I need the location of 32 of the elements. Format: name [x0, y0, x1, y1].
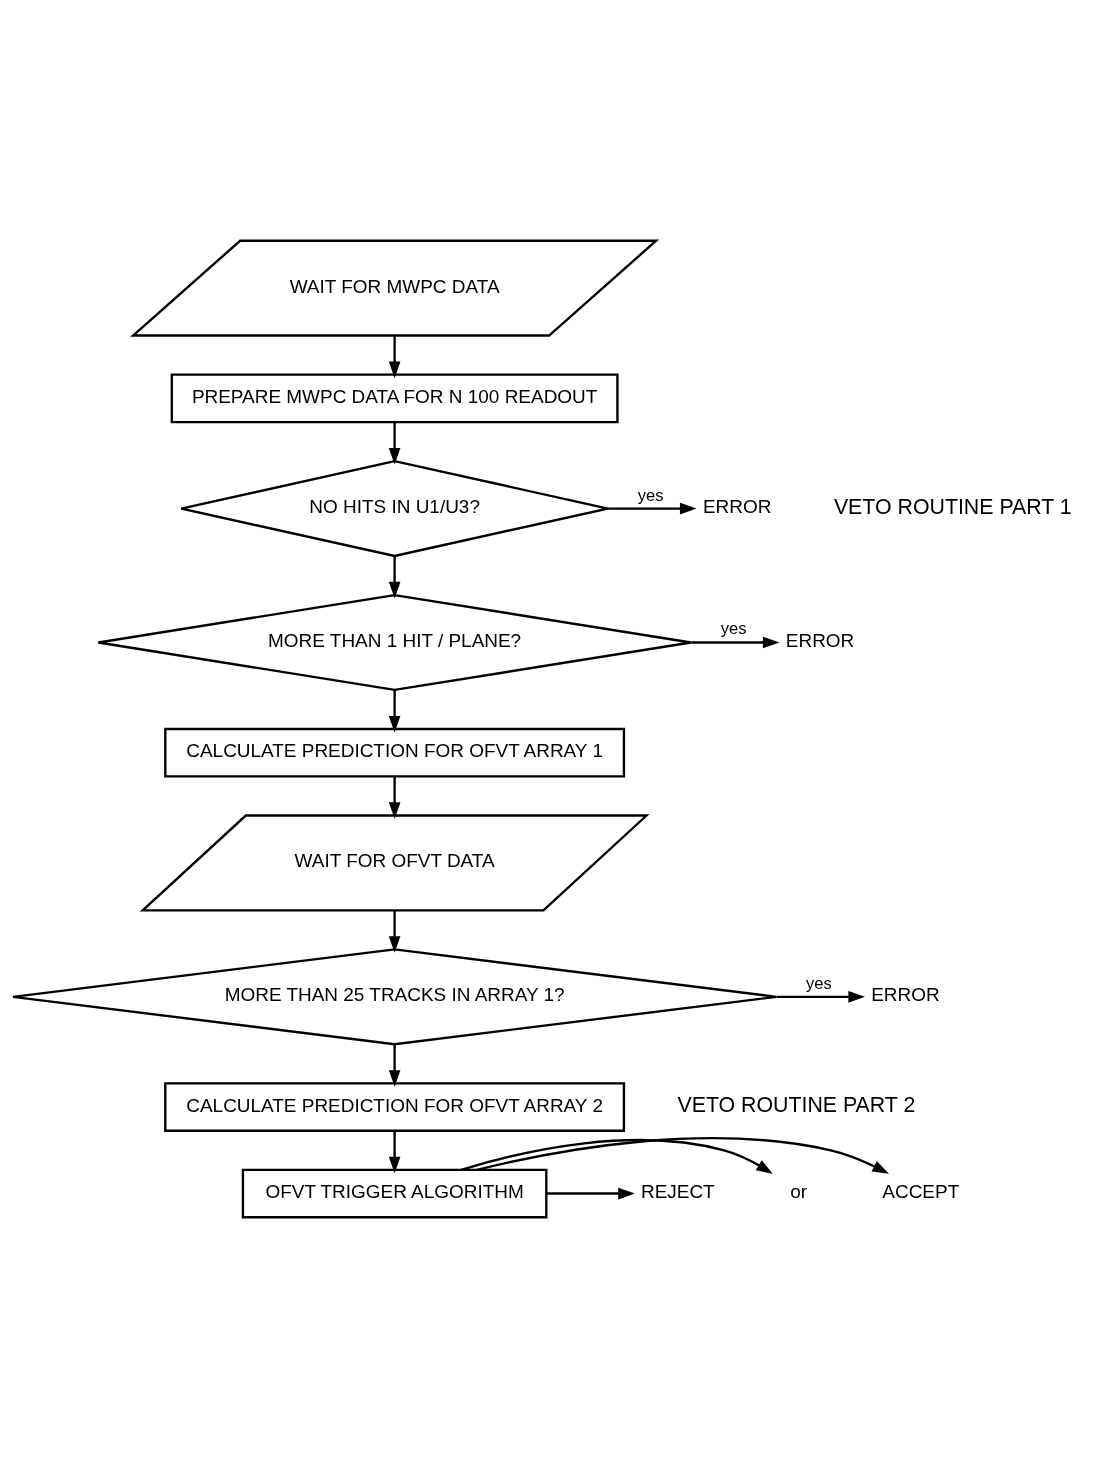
arrow — [776, 991, 865, 1003]
arrow — [388, 690, 401, 733]
node-diamond: MORE THAN 25 TRACKS IN ARRAY 1? — [11, 948, 778, 1046]
arrow — [388, 335, 401, 379]
arrow — [388, 1044, 401, 1087]
edge-label: yes — [720, 619, 747, 639]
node-box: OFVT TRIGGER ALGORITHM — [241, 1168, 548, 1219]
node-text: ACCEPT — [882, 1181, 960, 1203]
edge-label: yes — [637, 485, 664, 505]
label: VETO ROUTINE PART 1 — [833, 494, 1072, 519]
arrow — [388, 1130, 401, 1174]
node-diamond: NO HITS IN U1/U3? — [180, 459, 610, 558]
node-box: CALCULATE PREDICTION FOR OFVT ARRAY 2 — [164, 1082, 626, 1132]
node-diamond: MORE THAN 1 HIT / PLANE? — [97, 593, 693, 692]
edge-label: yes — [805, 973, 832, 993]
arrow — [388, 422, 401, 465]
node-text: ERROR — [785, 629, 855, 651]
node-box: PREPARE MWPC DATA FOR N 100 READOUT — [170, 373, 619, 424]
label: VETO ROUTINE PART 2 — [677, 1093, 916, 1118]
node-text: REJECT — [641, 1181, 715, 1203]
node-text: ERROR — [871, 984, 940, 1006]
arrow — [388, 776, 401, 819]
arrow — [691, 636, 780, 649]
node-text: ERROR — [702, 496, 772, 518]
arrow — [460, 1138, 773, 1174]
arrow — [476, 1137, 889, 1174]
arrow — [608, 502, 697, 515]
arrow — [388, 556, 401, 599]
arrow — [388, 910, 401, 953]
node-box: CALCULATE PREDICTION FOR OFVT ARRAY 1 — [164, 727, 626, 778]
node-text: or — [790, 1181, 808, 1203]
arrow — [546, 1187, 635, 1200]
